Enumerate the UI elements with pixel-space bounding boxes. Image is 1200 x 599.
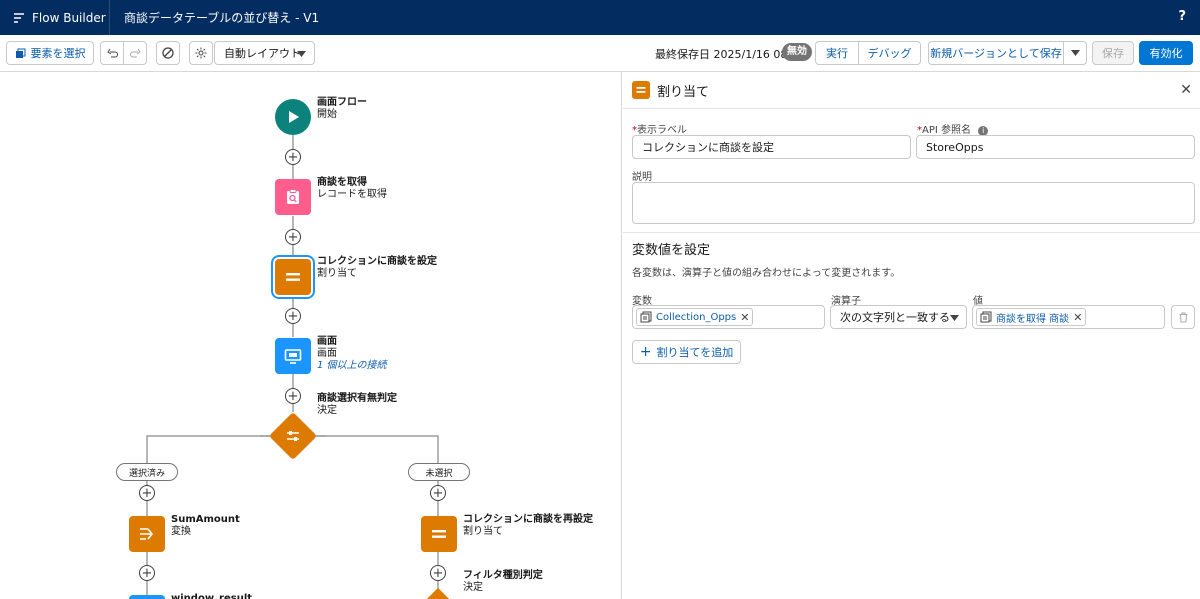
last-saved-text: 最終保存日 2025/1/16 08:55	[655, 48, 806, 61]
equals-icon	[286, 273, 300, 281]
variable-column-label: 変数	[632, 296, 652, 307]
value-input[interactable]: 商談を取得 商談 ✕	[972, 305, 1165, 329]
variable-input[interactable]: Collection_Opps ✕	[632, 305, 825, 329]
add-element-button[interactable]: +	[430, 565, 446, 581]
branch-label-selected[interactable]: 選択済み	[116, 463, 178, 481]
label-input[interactable]: コレクションに商談を設定	[632, 135, 911, 159]
block-icon	[162, 47, 174, 59]
collection-icon	[980, 311, 992, 323]
flow-canvas[interactable]: 画面フロー開始 + 商談を取得レコードを取得 + コレクションに商談を設定割り当…	[0, 72, 622, 599]
run-button[interactable]: 実行	[815, 41, 859, 65]
transform-node[interactable]	[129, 516, 165, 552]
add-element-button[interactable]: +	[139, 485, 155, 501]
panel-header: 割り当て ✕	[623, 72, 1200, 109]
save-new-version-button[interactable]: 新規バージョンとして保存	[928, 41, 1064, 65]
redo-button[interactable]	[123, 41, 147, 65]
undo-button[interactable]	[100, 41, 124, 65]
section-title: 変数値を設定	[632, 243, 711, 258]
help-menu-button[interactable]: ?	[1178, 9, 1186, 24]
node-label: window_result	[171, 593, 253, 599]
chevron-down-icon	[950, 315, 959, 321]
status-badge: 無効	[782, 43, 812, 61]
remove-icon[interactable]: ✕	[740, 310, 750, 324]
redo-icon	[129, 48, 141, 57]
toolbar: 要素を選択 自動レイアウト 最終保存日 2025/1/16 08:55 無効 実…	[0, 35, 1200, 72]
select-icon	[15, 48, 25, 58]
screen-icon	[284, 349, 302, 364]
assignment-node-selected[interactable]	[275, 259, 311, 295]
debug-button[interactable]: デバッグ	[858, 41, 921, 65]
connector-link[interactable]: 1 個以上の接続	[317, 360, 387, 371]
activate-button[interactable]: 有効化	[1139, 41, 1193, 65]
app-name: Flow Builder	[32, 10, 106, 25]
api-name-input[interactable]: StoreOpps	[916, 135, 1195, 159]
chevron-down-icon	[1070, 50, 1080, 56]
save-options-dropdown[interactable]	[1063, 41, 1087, 65]
undo-icon	[106, 48, 118, 57]
divider	[623, 232, 1200, 233]
operator-select[interactable]: 次の文字列と一致する	[830, 305, 967, 329]
transform-icon	[140, 528, 154, 540]
reassignment-node[interactable]	[421, 516, 457, 552]
cancel-run-button[interactable]	[156, 41, 180, 65]
value-pill[interactable]: 商談を取得 商談 ✕	[976, 308, 1087, 326]
property-panel: 割り当て ✕ *表示ラベル コレクションに商談を設定 *API 参照名 i St…	[623, 72, 1200, 599]
settings-button[interactable]	[189, 41, 213, 65]
node-label: 画面フロー開始	[317, 97, 367, 120]
flow-builder-icon	[14, 12, 24, 23]
add-element-button[interactable]: +	[430, 485, 446, 501]
assignment-icon	[632, 81, 650, 99]
section-description: 各変数は、演算子と値の組み合わせによって変更されます。	[632, 268, 901, 279]
add-element-button[interactable]: +	[285, 308, 301, 324]
gear-icon	[195, 47, 207, 59]
node-label: コレクションに商談を再設定割り当て	[463, 514, 593, 537]
equals-icon	[432, 530, 446, 538]
node-label: コレクションに商談を設定割り当て	[317, 256, 437, 279]
global-header: Flow Builder 商談データテーブルの並び替え - V1 ?	[0, 0, 1200, 35]
start-node[interactable]	[275, 99, 311, 135]
add-element-button[interactable]: +	[285, 149, 301, 165]
flow-title: 商談データテーブルの並び替え - V1	[124, 11, 320, 25]
select-elements-button[interactable]: 要素を選択	[6, 41, 94, 65]
close-icon[interactable]: ✕	[1180, 82, 1192, 98]
api-name-label: *API 参照名 i	[917, 121, 989, 136]
save-button[interactable]: 保存	[1092, 41, 1134, 65]
trash-icon	[1179, 312, 1187, 322]
operator-column-label: 演算子	[831, 296, 861, 307]
info-icon[interactable]: i	[978, 126, 989, 136]
add-element-button[interactable]: +	[285, 229, 301, 245]
partial-node[interactable]	[129, 595, 165, 599]
delete-row-button[interactable]	[1171, 305, 1195, 329]
node-label: 商談を取得レコードを取得	[317, 177, 387, 200]
description-textarea[interactable]	[632, 182, 1195, 224]
add-element-button[interactable]: +	[285, 388, 301, 404]
node-label: フィルタ種別判定決定	[463, 570, 543, 593]
plus-icon: +	[639, 344, 652, 360]
collection-icon	[640, 311, 652, 323]
value-column-label: 値	[973, 296, 983, 307]
layout-mode-select[interactable]: 自動レイアウト	[214, 41, 315, 65]
add-element-button[interactable]: +	[139, 565, 155, 581]
label-field-label: *表示ラベル	[632, 125, 687, 136]
panel-title: 割り当て	[657, 84, 710, 100]
get-records-node[interactable]	[275, 179, 311, 215]
screen-node[interactable]	[275, 338, 311, 374]
decision-icon	[287, 431, 299, 441]
record-lookup-icon	[287, 189, 299, 204]
add-assignment-button[interactable]: + 割り当てを追加	[632, 340, 741, 364]
play-icon	[289, 111, 299, 123]
app-launcher[interactable]: Flow Builder	[0, 0, 110, 35]
branch-label-unselected[interactable]: 未選択	[408, 463, 470, 481]
remove-icon[interactable]: ✕	[1073, 310, 1083, 324]
variable-pill[interactable]: Collection_Opps ✕	[636, 308, 754, 326]
node-label: 商談選択有無判定決定	[317, 393, 397, 416]
description-label: 説明	[632, 172, 652, 183]
chevron-down-icon	[297, 51, 306, 57]
